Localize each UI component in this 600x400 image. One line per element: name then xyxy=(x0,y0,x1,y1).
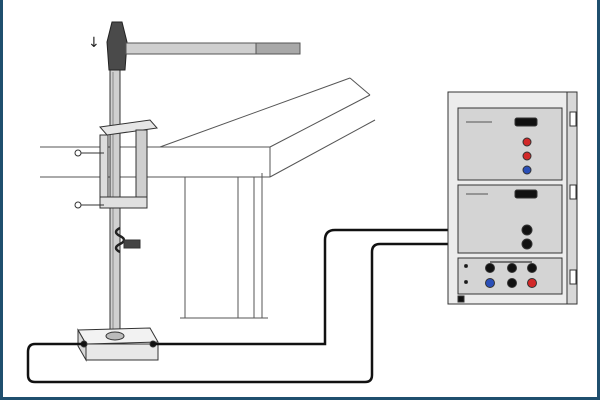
frame-bottom-border xyxy=(0,397,600,400)
clamp-right-post xyxy=(135,129,148,209)
module-3-dot-1 xyxy=(464,264,468,268)
module-3-socket-black-4 xyxy=(507,278,517,288)
device-power-indicator xyxy=(457,295,465,303)
module-2-socket-upper xyxy=(521,224,533,236)
module-2-socket-lower xyxy=(521,238,533,250)
device-side-tab-2 xyxy=(569,184,577,200)
hammer-arrow-icon: ↓ xyxy=(88,35,100,51)
cables xyxy=(26,228,524,384)
cable-lower xyxy=(26,242,524,384)
module-3-socket-blue xyxy=(485,278,495,288)
device-side-tab-3 xyxy=(569,269,577,285)
module-2-display xyxy=(514,189,538,199)
hammer-head xyxy=(106,21,128,71)
table-back-corner xyxy=(349,77,371,96)
module-3-socket-black-1 xyxy=(485,263,495,273)
clamp-handle xyxy=(123,239,141,249)
clamp-left-post xyxy=(99,134,109,208)
module-3-socket-black-3 xyxy=(527,263,537,273)
module-3-socket-black-2 xyxy=(507,263,517,273)
table-back-edge-1 xyxy=(159,77,351,148)
sensor-block-front xyxy=(85,343,159,361)
module-1-socket-red-2 xyxy=(522,151,532,161)
clamp-screw-lower-knob xyxy=(74,201,82,209)
module-3-socket-red xyxy=(527,278,537,288)
hammer-grip xyxy=(255,42,301,55)
frame-right-border xyxy=(597,0,600,400)
module-1-socket-red-1 xyxy=(522,137,532,147)
measuring-device xyxy=(447,91,578,305)
device-module-1 xyxy=(457,107,563,181)
clamp-bottom-bar xyxy=(99,196,148,209)
frame-left-border xyxy=(0,0,3,400)
sensor-block xyxy=(77,327,159,362)
module-3-dot-2 xyxy=(464,280,468,284)
device-side-tab-1 xyxy=(569,111,577,127)
module-1-socket-blue xyxy=(522,165,532,175)
device-module-2 xyxy=(457,184,563,254)
table xyxy=(40,77,376,319)
table-back-edge-2 xyxy=(269,94,371,148)
module-1-display xyxy=(514,117,538,127)
clamp-top-jaw xyxy=(99,119,158,136)
clamp-screw-upper-knob xyxy=(74,149,82,157)
cable-upper xyxy=(153,228,524,346)
table-back-edge-3 xyxy=(269,119,376,178)
table-clamp xyxy=(74,119,158,254)
sensor-contact xyxy=(105,331,125,341)
device-module-3 xyxy=(457,257,563,295)
hammer: ↓ xyxy=(88,21,301,71)
